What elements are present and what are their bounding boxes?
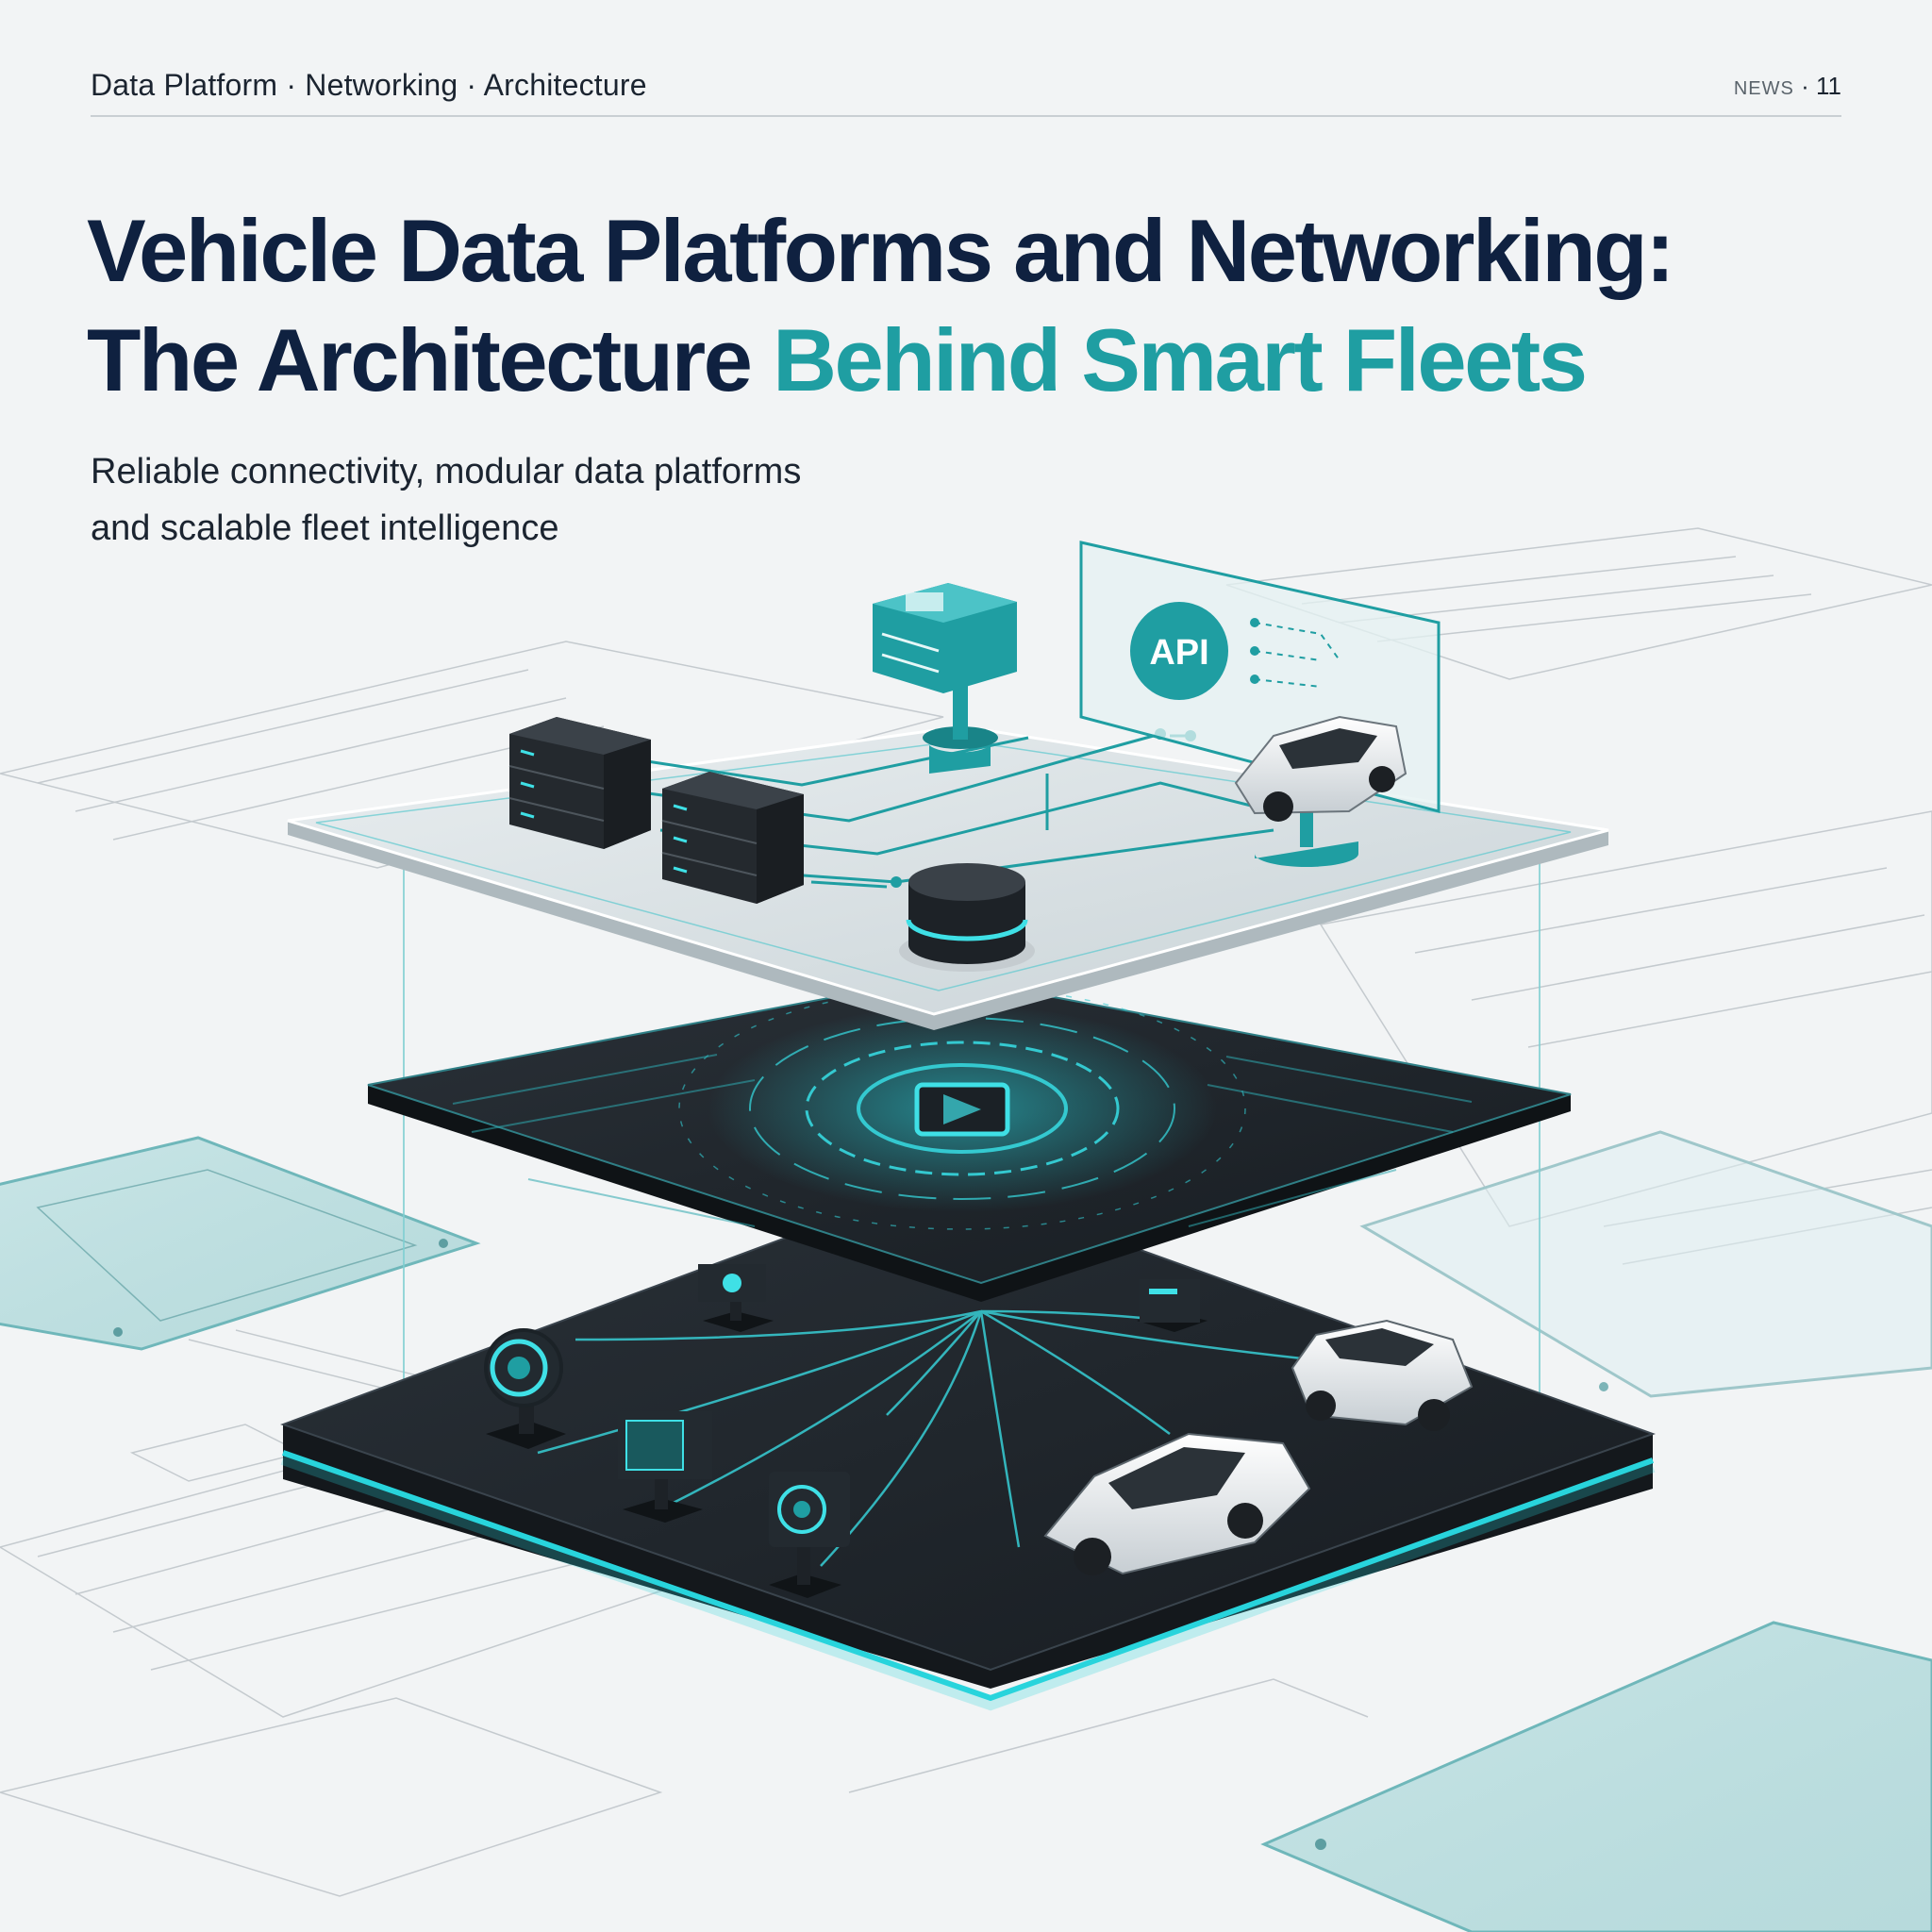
issue-separator: · <box>1801 72 1809 100</box>
issue-marker: NEWS · 11 <box>1734 72 1841 101</box>
api-badge: API <box>1149 633 1208 673</box>
database-icon <box>899 863 1035 972</box>
title-line-2: The Architecture Behind Smart Fleets <box>87 306 1860 415</box>
server-rack-right <box>661 772 804 904</box>
telematics-unit-icon <box>698 1264 774 1332</box>
server-rack-left <box>508 717 651 849</box>
glass-panel-bottom-right <box>1260 1621 1932 1932</box>
page-subtitle: Reliable connectivity, modular data plat… <box>91 443 940 557</box>
section-kicker: Data Platform · Networking · Architectur… <box>91 68 647 102</box>
header-bar: Data Platform · Networking · Architectur… <box>91 62 1841 117</box>
issue-code: NEWS <box>1733 78 1794 99</box>
radar-sensor-icon <box>769 1472 850 1598</box>
camera-sensor-icon <box>484 1328 566 1449</box>
glass-panel-left <box>0 1136 481 1351</box>
subtitle-line-2: and scalable fleet intelligence <box>91 508 559 548</box>
title-accent: Behind Smart Fleets <box>773 310 1588 409</box>
page-title: Vehicle Data Platforms and Networking: T… <box>87 196 1860 415</box>
chip-icon <box>914 1082 1010 1137</box>
edge-display-icon <box>618 1411 712 1523</box>
page-number: 11 <box>1816 72 1841 100</box>
glass-panel-right <box>1359 1130 1932 1398</box>
gateway-box-icon <box>1137 1279 1208 1332</box>
title-line-2-prefix: The Architecture <box>87 310 753 409</box>
suv-car-base <box>1291 1319 1474 1431</box>
title-line-1: Vehicle Data Platforms and Networking: <box>87 201 1675 300</box>
connected-car-top <box>1234 715 1407 867</box>
subtitle-line-1: Reliable connectivity, modular data plat… <box>91 452 802 491</box>
base-layer-fleet <box>280 1177 1656 1711</box>
cloud-server-icon <box>873 583 1017 774</box>
sedan-car-base <box>1043 1432 1311 1575</box>
processing-layer <box>367 974 1572 1302</box>
